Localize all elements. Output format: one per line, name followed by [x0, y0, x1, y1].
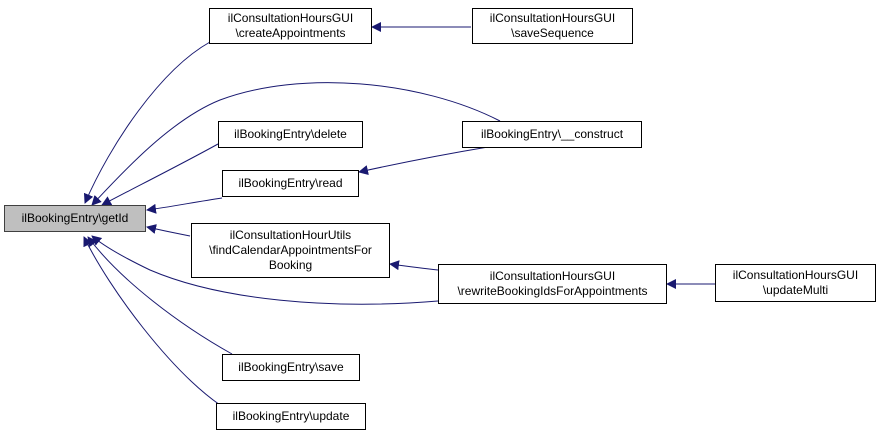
node-label: ilConsultationHoursGUI [489, 11, 616, 25]
edge-findcal-getid [146, 224, 191, 237]
node-getid[interactable]: ilBookingEntry\getId [4, 205, 146, 232]
edge-update-getid [83, 236, 221, 406]
node-save[interactable]: ilBookingEntry\save [222, 354, 360, 381]
edge-delete-getid [101, 143, 219, 206]
edge-save-getid [87, 236, 233, 355]
node-delete[interactable]: ilBookingEntry\delete [218, 121, 363, 148]
node-label: ilConsultationHoursGUI [489, 269, 616, 283]
node-label: Booking [268, 258, 313, 272]
edge-read-getid [146, 197, 223, 214]
node-label: \saveSequence [511, 26, 594, 40]
node-findcalendarappointments[interactable]: ilConsultationHourUtils \findCalendarApp… [191, 223, 390, 278]
node-label: ilBookingEntry\getId [21, 211, 129, 225]
node-label: \updateMulti [762, 283, 829, 297]
node-label: ilBookingEntry\__construct [480, 127, 624, 141]
node-label: \findCalendarAppointmentsFor [209, 243, 372, 257]
node-rewritebookingids[interactable]: ilConsultationHoursGUI \rewriteBookingId… [438, 264, 667, 304]
node-label: ilConsultationHoursGUI [732, 268, 859, 282]
node-updatemulti[interactable]: ilConsultationHoursGUI \updateMulti [715, 264, 876, 302]
node-label: ilBookingEntry\save [238, 360, 344, 374]
node-read[interactable]: ilBookingEntry\read [222, 170, 359, 197]
node-label: ilConsultationHoursGUI [227, 11, 354, 25]
node-construct[interactable]: ilBookingEntry\__construct [462, 121, 642, 148]
node-createappointments[interactable]: ilConsultationHoursGUI \createAppointmen… [209, 8, 372, 44]
node-label: ilConsultationHourUtils [229, 228, 352, 242]
node-update[interactable]: ilBookingEntry\update [216, 403, 366, 430]
node-label: ilBookingEntry\read [238, 176, 343, 190]
node-label: ilBookingEntry\update [232, 409, 350, 423]
node-label: ilBookingEntry\delete [234, 127, 347, 141]
node-savesequence[interactable]: ilConsultationHoursGUI \saveSequence [472, 8, 633, 44]
node-label: \createAppointments [235, 26, 346, 40]
node-label: \rewriteBookingIdsForAppointments [457, 284, 648, 298]
edge-construct-read [358, 146, 489, 175]
edge-rewrite-getid [91, 235, 439, 305]
edge-rewrite-findcal [389, 260, 439, 271]
edge-createappointments-getid [83, 41, 211, 204]
edge-construct-getid [91, 82, 501, 206]
